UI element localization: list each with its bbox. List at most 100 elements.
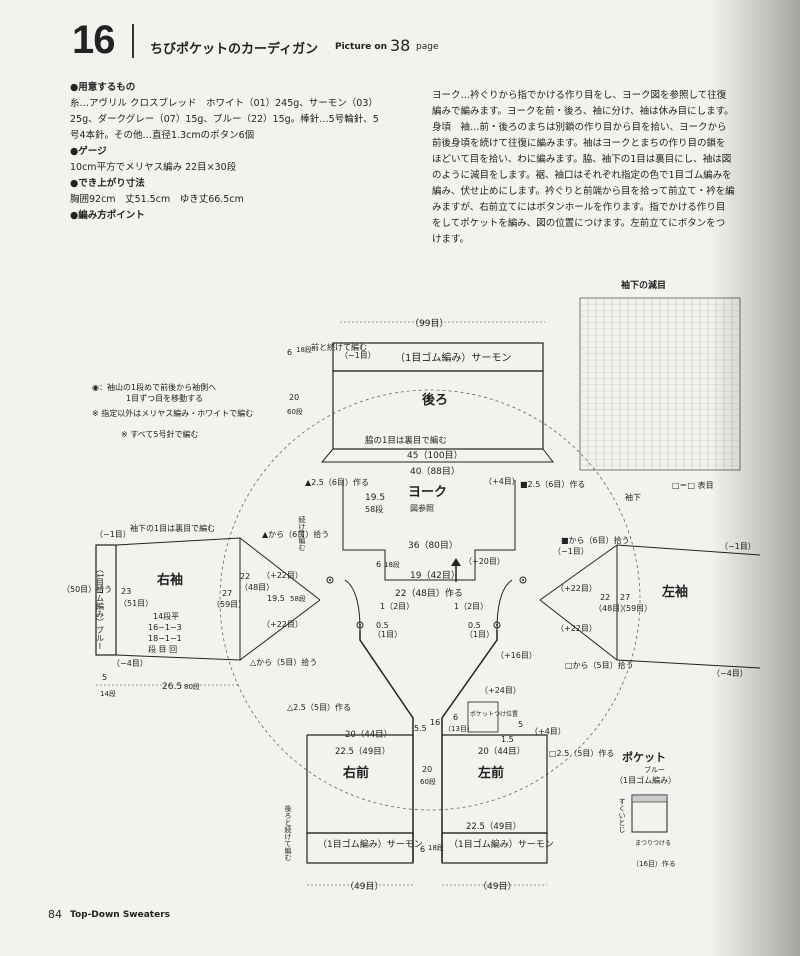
left-sleeve-59: （59目） — [618, 604, 652, 613]
note-2: ※ 指定以外はメリヤス編み・ホワイトで編む — [92, 408, 253, 418]
left-sleeve-48: （48目） — [594, 604, 628, 613]
back-piece: （99目） （1目ゴム編み）サーモン 後ろ 脇の1目は裏目で編む 45（100目… — [287, 318, 555, 477]
picture-on-label: Picture on — [335, 42, 387, 52]
pocket-rib: （1目ゴム編み） — [615, 775, 676, 785]
materials-line: 25g、ダークグレー（07）15g、ブルー（22）15g。棒針…5号輪針、5 — [70, 114, 379, 125]
square-cast-on-label: ■2.5（6目）作る — [520, 479, 585, 489]
knitting-points-heading: ●編み方ポイント — [70, 210, 145, 221]
pocket-position-label: ポケットつけ位置 — [470, 710, 518, 718]
instruction-line: のように減目をします。裾、袖口はそれぞれ指定の色で1目ゴム編みを — [432, 170, 732, 181]
footer-book-title: Top-Down Sweaters — [70, 910, 170, 920]
picture-page-number: 38 — [390, 36, 411, 55]
back-continue-label: 前と続けて編む — [311, 342, 367, 352]
left-front-20: 20（44目） — [478, 746, 525, 757]
right-front-1: 1（2目） — [380, 602, 414, 611]
page-word: page — [416, 42, 439, 52]
yoke-height-18: 18段 — [384, 560, 400, 569]
left-front-13: （13目） — [444, 725, 474, 733]
right-sleeve-cuff-5: 5 — [102, 673, 107, 682]
right-front-1-stitch: （1目） — [373, 630, 402, 639]
right-sleeve-pickup-5: △から（5目）拾う — [250, 657, 317, 667]
chart-title: 袖下の減目 — [620, 279, 666, 291]
right-sleeve: 右袖 （1目ゴム編み）ブルー 袖下の1目は裏目で編む （50目）拾う 23 （5… — [62, 515, 329, 698]
materials-heading: ●用意するもの — [70, 82, 136, 93]
back-width-label: （99目） — [410, 318, 448, 329]
chart-foot-label: 袖下 — [625, 492, 641, 502]
right-sleeve-dec-4: 段 目 回 — [148, 644, 177, 654]
right-sleeve-59: （59目） — [212, 600, 246, 609]
left-front-band-18: 18段 — [428, 843, 444, 852]
right-front-20: 20（44目） — [345, 729, 392, 740]
yoke-height-19-5: 19.5 — [365, 493, 385, 503]
header-divider — [132, 24, 134, 58]
left-sleeve-27: 27 — [620, 593, 630, 602]
pocket-diagram: ポケット ブルー （1目ゴム編み） すくいとじ まつりつける （16目）作る — [615, 750, 676, 868]
yoke-piece: ヨーク 図参照 19.5 58段 36（80目） 19（42目） 22（48目）… — [342, 480, 516, 599]
back-side-note: 脇の1目は裏目で編む — [365, 435, 447, 446]
right-sleeve-minus-1: （−1目） — [95, 530, 131, 539]
materials-line: 糸…アヴリル クロスブレッド ホワイト（01）245g、サーモン（03） — [70, 98, 378, 109]
pattern-number: 16 — [72, 18, 115, 62]
right-sleeve-48: （48目） — [240, 583, 274, 592]
left-front-16: 16 — [430, 718, 440, 727]
left-front-piece: 左前 （1目ゴム編み）サーモン 20（44目） 22.5（49目） （49目） … — [414, 602, 614, 892]
materials-line: 号4本針。その他…直径1.3cmのボタン6個 — [70, 130, 255, 141]
gauge-text: 10cm平方でメリヤス編み 22目×30段 — [70, 162, 237, 173]
instruction-line: 身頃 袖…前・後ろのまちは別鎖の作り目から目を拾い、ヨークから — [432, 122, 727, 133]
yoke-label: ヨーク — [408, 485, 447, 500]
yoke-width-19: 19（42目） — [410, 570, 460, 581]
right-sleeve-plus-22-bottom: （+22目） — [262, 620, 303, 629]
front-height-20: 20 — [422, 765, 432, 774]
right-sleeve-19-5: 19.5 — [267, 594, 285, 603]
right-sleeve-length: 26.5 — [162, 682, 182, 692]
right-sleeve-plus-22-top: （+22目） — [262, 571, 303, 580]
left-front-plus-16: （+16目） — [496, 651, 537, 660]
instruction-line: けます。 — [432, 234, 470, 245]
chart-grid — [580, 298, 740, 470]
right-front-0-5: 0.5 — [376, 621, 389, 630]
minus-1-label: （−1目） — [553, 547, 589, 556]
right-front-piece: 右前 （1目ゴム編み）サーモン 20（44目） 22.5（49目） （49目） … — [284, 602, 423, 892]
right-sleeve-length-rows: 80段 — [184, 682, 200, 691]
note-3: ※ すべて5号針で編む — [121, 429, 198, 439]
front-height-60: 60段 — [420, 777, 436, 786]
left-front-6: 6 — [453, 713, 458, 722]
back-rib-label: （1目ゴム編み）サーモン — [395, 351, 511, 364]
left-front-band-6: 6 — [420, 845, 425, 854]
right-front-triangle: △2.5（5目）作る — [287, 702, 351, 712]
instruction-line: 編み、伏せ止めにします。衿ぐりと前端から目を拾って前立て・衿を編 — [432, 186, 735, 197]
right-front-22-5: 22.5（49目） — [335, 746, 390, 757]
left-sleeve-pickup-5: □から（5目）拾う — [565, 660, 634, 670]
back-plus-4-label: （+4目） — [484, 477, 520, 486]
right-front-label: 右前 — [342, 765, 369, 781]
pocket-title: ポケット — [622, 750, 666, 764]
instruction-line: みますが、右前立てにはボタンホールを作ります。指でかける作り目 — [432, 202, 726, 213]
left-front-1-5: 1.5 — [501, 735, 514, 744]
pocket-side-label: すくいとじ — [618, 798, 626, 833]
right-sleeve-51: （51目） — [119, 599, 153, 608]
triangle-cast-on-label: ▲2.5（6目）作る — [305, 477, 369, 487]
left-front-0-5: 0.5 — [468, 621, 481, 630]
front-neck-lines — [344, 579, 513, 862]
instruction-line: ほどいて目を拾い、わに編みます。脇、袖下の1目は裏目にし、袖は図 — [432, 154, 732, 165]
right-sleeve-pickup-50: （50目）拾う — [62, 584, 112, 594]
footer-page-number: 84 — [48, 908, 62, 921]
back-height-20: 20 — [289, 393, 299, 402]
right-front-49: （49目） — [345, 881, 383, 892]
right-sleeve-note: 袖下の1目は裏目で編む — [130, 523, 215, 533]
pocket-bottom-label: まつりつける — [635, 840, 671, 847]
right-sleeve-continue: 続けて編む — [298, 515, 306, 551]
finished-size-heading: ●でき上がり寸法 — [70, 178, 145, 189]
instruction-line: ヨーク…衿ぐりから指でかける作り目をし、ヨーク図を参照して往復 — [432, 90, 727, 101]
left-sleeve-minus-1: （−1目） — [720, 542, 756, 551]
left-front-label: 左前 — [478, 765, 504, 781]
pocket-cast-label: （16目）作る — [632, 859, 676, 868]
left-front-49: （49目） — [478, 881, 516, 892]
right-sleeve-dec-1: 14段平 — [153, 611, 179, 621]
left-sleeve-plus-22-top: （+22目） — [556, 584, 597, 593]
back-height-60: 60段 — [287, 407, 303, 416]
back-height-6: 6 — [287, 348, 292, 357]
back-width-40: 40（88目） — [410, 466, 460, 477]
right-sleeve-dec-3: 18−1−1 — [148, 634, 182, 643]
